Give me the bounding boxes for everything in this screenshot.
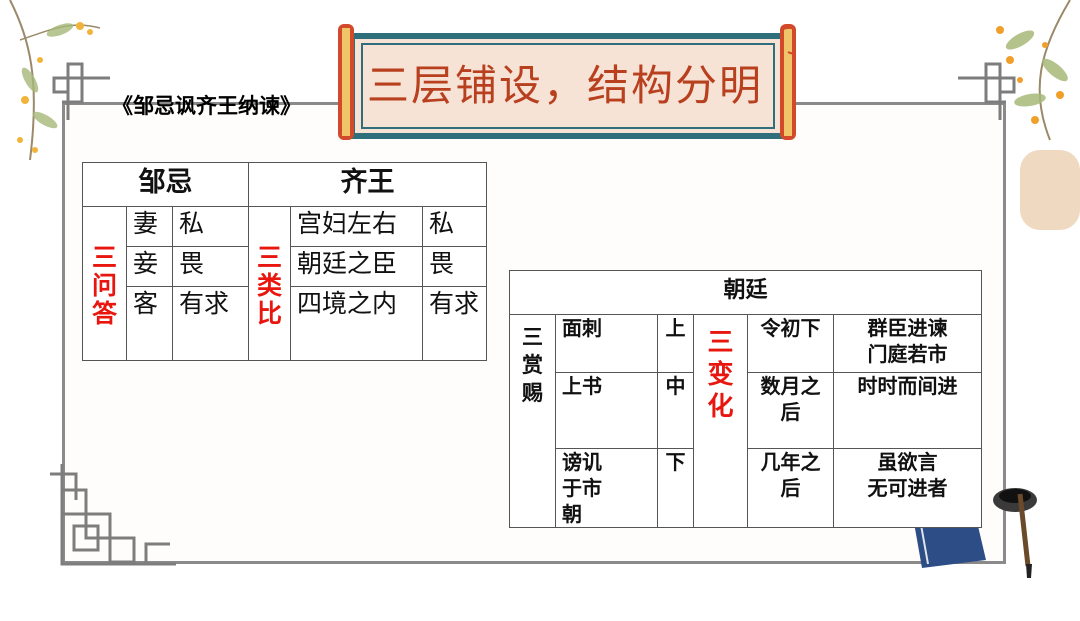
table-cell: 下: [657, 448, 694, 528]
chinese-lattice-corner-icon: [52, 62, 110, 120]
header-qiwang: 齐王: [248, 162, 488, 207]
banner-title: 三层铺设，结构分明: [366, 61, 763, 110]
table-cell: 令初下: [747, 314, 834, 373]
comparison-table: 邹忌 齐王 三问答 妻 私 三类比 宫妇左右 私 妾 畏 朝廷之臣 畏 客 有求…: [81, 162, 488, 361]
chinese-lattice-corner-icon: [958, 62, 1016, 120]
header-zouji: 邹忌: [81, 162, 250, 207]
group-label-three-questions: 三问答: [82, 206, 127, 361]
table-cell: 谤讥于市朝: [555, 448, 658, 528]
table-cell: 中: [657, 372, 694, 449]
table-cell: 妻: [126, 206, 173, 247]
scroll-banner: [338, 24, 796, 140]
table-cell: 几年之后: [747, 448, 834, 528]
table-cell: 朝廷之臣: [290, 246, 424, 287]
table-cell: 虽欲言 无可进者: [832, 448, 983, 528]
table-cell: 私: [171, 206, 250, 247]
osmanthus-branch-icon: [996, 0, 1080, 230]
table-cell: 时时而间进: [832, 372, 983, 449]
lesson-subtitle: 《邹忌讽齐王纳谏》: [112, 94, 301, 118]
group-label-three-comparisons: 三类比: [248, 206, 292, 361]
table-cell: 四境之内: [290, 286, 424, 361]
table-cell: 宫妇左右: [290, 206, 424, 247]
court-table: 朝廷 三赏赐 面刺 上 三变化 令初下 群臣进谏 门庭若市 上书 中 数月之后 …: [508, 270, 983, 528]
group-label-three-changes: 三变化: [693, 314, 748, 528]
table-cell: 有求: [171, 286, 250, 361]
table-cell: 妾: [126, 246, 173, 287]
table-cell: 有求: [422, 286, 488, 361]
chinese-lattice-corner-icon: [50, 464, 176, 566]
table-cell: 上书: [555, 372, 658, 449]
header-court: 朝廷: [508, 270, 983, 315]
group-label-three-rewards: 三赏赐: [509, 314, 556, 528]
table-cell: 客: [126, 286, 173, 361]
table-cell: 畏: [422, 246, 488, 287]
table-cell: 私: [422, 206, 488, 247]
table-cell: 畏: [171, 246, 250, 287]
table-cell: 上: [657, 314, 694, 373]
table-cell: 数月之后: [747, 372, 834, 449]
osmanthus-branch-icon: [9, 0, 101, 161]
table-cell: 群臣进谏 门庭若市: [832, 314, 983, 373]
table-cell: 面刺: [555, 314, 658, 373]
writing-brush-icon: [1017, 493, 1032, 578]
